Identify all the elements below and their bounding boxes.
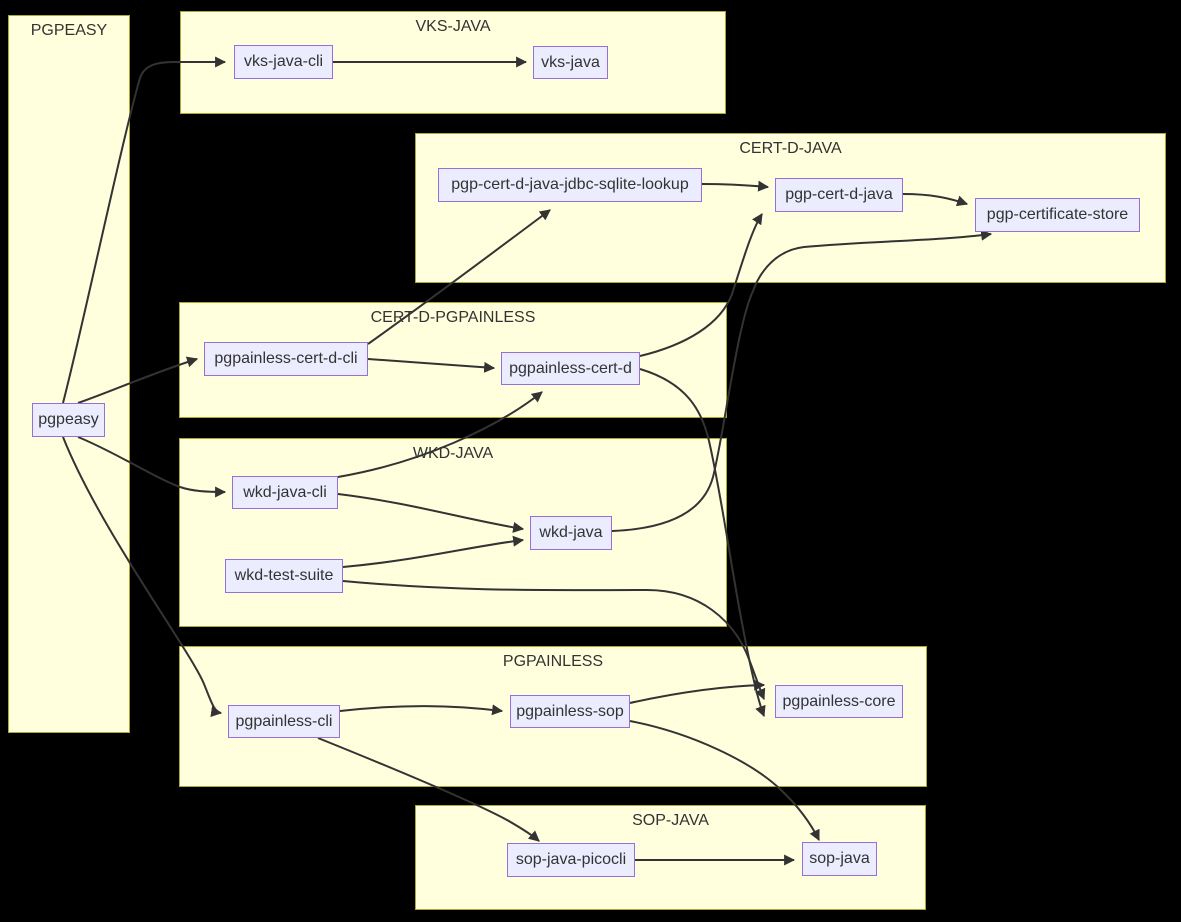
cluster-title-cert-d-pgpainless: CERT-D-PGPAINLESS [370, 309, 536, 326]
node-sop-java: sop-java [802, 842, 877, 876]
node-pgpeasy: pgpeasy [32, 403, 105, 437]
node-wkd-test-suite: wkd-test-suite [225, 559, 343, 593]
cluster-wkd-java: WKD-JAVA [179, 438, 727, 627]
node-pgpainless-core: pgpainless-core [775, 685, 903, 718]
node-vks-java: vks-java [533, 46, 608, 79]
cluster-title-pgpeasy: PGPEASY [30, 22, 108, 39]
node-pgpainless-cli: pgpainless-cli [228, 705, 340, 738]
node-pgp-certificate-store: pgp-certificate-store [975, 198, 1140, 232]
node-vks-java-cli: vks-java-cli [234, 45, 333, 79]
cluster-title-sop-java: SOP-JAVA [632, 812, 709, 829]
cluster-title-wkd-java: WKD-JAVA [412, 445, 494, 462]
node-pgpainless-cert-d: pgpainless-cert-d [501, 352, 640, 385]
node-wkd-java: wkd-java [530, 516, 612, 550]
cluster-title-vks-java: VKS-JAVA [415, 18, 491, 35]
node-pgpainless-sop: pgpainless-sop [510, 695, 630, 728]
node-pgpainless-cert-d-cli: pgpainless-cert-d-cli [204, 342, 368, 376]
node-pgp-cert-d-java-jdbc-sqlite-lookup: pgp-cert-d-java-jdbc-sqlite-lookup [438, 168, 702, 202]
node-sop-java-picocli: sop-java-picocli [507, 843, 635, 877]
node-wkd-java-cli: wkd-java-cli [232, 476, 338, 509]
cluster-pgpeasy: PGPEASY [8, 15, 130, 733]
cluster-title-cert-d-java: CERT-D-JAVA [739, 140, 842, 157]
cluster-title-pgpainless: PGPAINLESS [502, 653, 604, 670]
node-pgp-cert-d-java: pgp-cert-d-java [775, 178, 903, 212]
